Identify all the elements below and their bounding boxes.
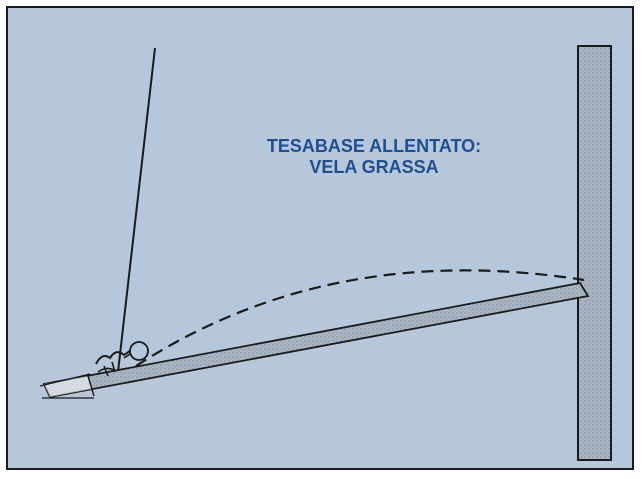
mast [577, 45, 612, 461]
outhaul-fitting [95, 341, 149, 377]
sail-leech-line [117, 47, 156, 373]
diagram-panel [6, 6, 634, 470]
boom [39, 282, 590, 399]
sail-foot-curve [135, 269, 585, 367]
caption-line-1: TESABASE ALLENTATO: [266, 136, 482, 156]
diagram-caption: TESABASE ALLENTATO: VELA GRASSA [214, 136, 534, 178]
caption-line-2: VELA GRASSA [309, 157, 439, 177]
